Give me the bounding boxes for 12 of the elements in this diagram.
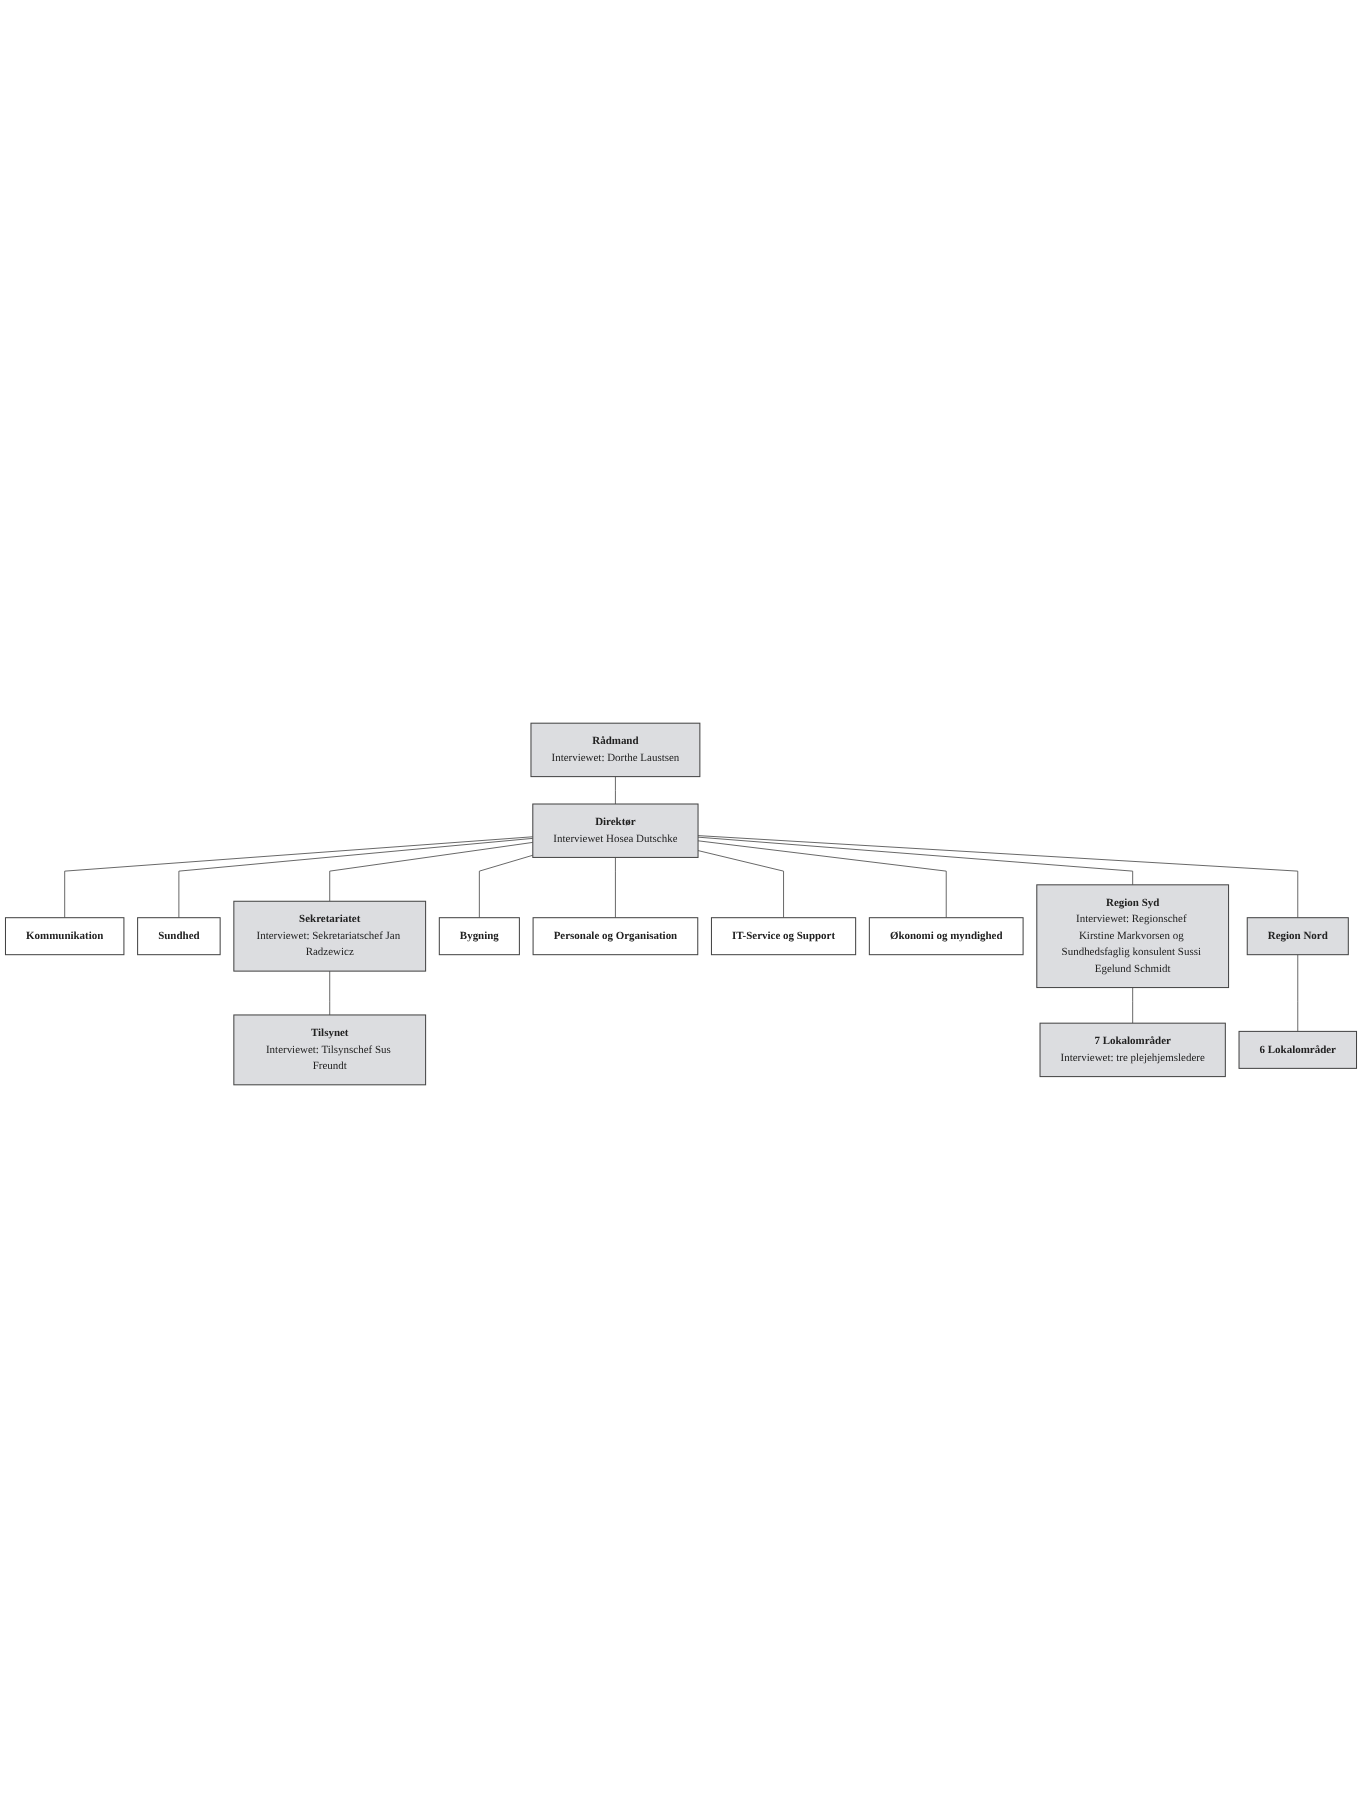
connector: [614, 857, 616, 919]
connector: [64, 836, 534, 919]
connector: [697, 836, 1134, 886]
connector: [329, 841, 534, 902]
connector: [1297, 954, 1299, 1032]
connector: [697, 835, 1299, 919]
connector: [614, 776, 616, 805]
connector: [697, 850, 784, 919]
connector: [329, 970, 331, 1016]
connector: [178, 837, 534, 919]
connector: [697, 840, 947, 919]
connector: [1132, 987, 1134, 1024]
